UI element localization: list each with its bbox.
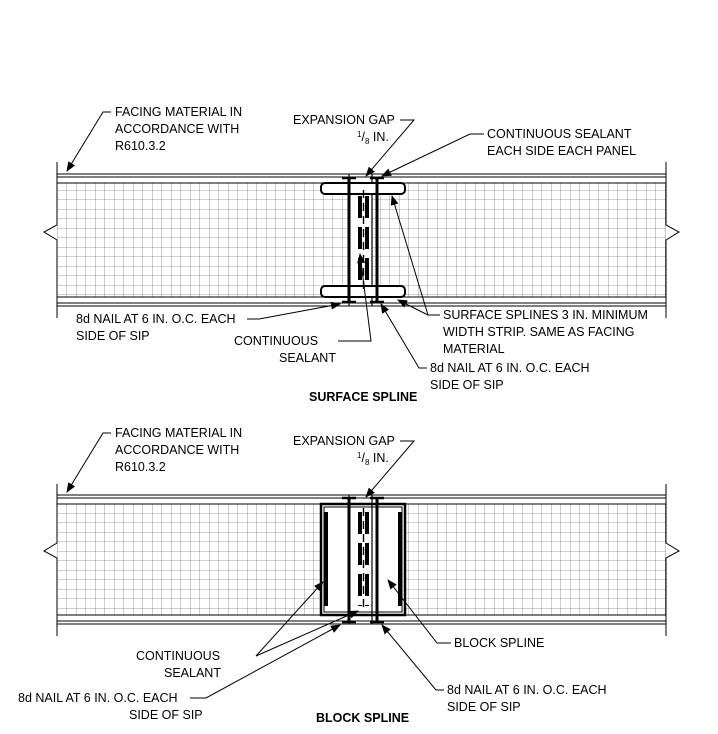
surface-nail-left	[342, 176, 356, 304]
surface-sealant-beads	[358, 196, 369, 284]
surface-nail-right-note: 8d NAIL AT 6 IN. O.C. EACH SIDE OF SIP	[380, 303, 590, 392]
surface-nail-right-line1: 8d NAIL AT 6 IN. O.C. EACH	[430, 361, 590, 375]
block-nail-right-note: 8d NAIL AT 6 IN. O.C. EACH SIDE OF SIP	[381, 624, 607, 714]
block-right-break-symbol	[665, 484, 681, 636]
block-top-facing	[57, 494, 666, 505]
block-left-break-symbol	[42, 484, 58, 636]
surface-sealant-each-side-line1: CONTINUOUS SEALANT	[487, 127, 632, 141]
surface-splines-line2: WIDTH STRIP. SAME AS FACING	[443, 325, 634, 339]
surface-facing-note-line1: FACING MATERIAL IN	[115, 105, 242, 119]
surface-gap-unit: IN.	[373, 130, 389, 144]
surface-gap-numerator: 1	[357, 130, 362, 139]
surface-facing-note: FACING MATERIAL IN ACCORDANCE WITH R610.…	[66, 105, 242, 172]
block-nail-left-line2: SIDE OF SIP	[129, 708, 203, 722]
block-spline-detail: FACING MATERIAL IN ACCORDANCE WITH R610.…	[18, 426, 681, 725]
block-gap-unit: IN.	[373, 451, 389, 465]
block-sealant-beads	[358, 512, 369, 606]
surface-spline-detail: FACING MATERIAL IN ACCORDANCE WITH R610.…	[42, 105, 681, 404]
surface-splines-line3: MATERIAL	[443, 342, 505, 356]
surface-sealant-each-side-line2: EACH SIDE EACH PANEL	[487, 144, 636, 158]
surface-right-break-symbol	[665, 162, 681, 318]
surface-left-break-symbol	[42, 162, 58, 318]
surface-sealant-center-line2: SEALANT	[279, 351, 336, 365]
surface-nail-left-note: 8d NAIL AT 6 IN. O.C. EACH SIDE OF SIP	[76, 301, 341, 343]
surface-facing-note-line2: ACCORDANCE WITH	[115, 122, 239, 136]
surface-splines-line1: SURFACE SPLINES 3 IN. MINIMUM	[443, 308, 648, 322]
surface-expansion-gap-label: EXPANSION GAP	[293, 113, 395, 127]
svg-text:1/8 IN.: 1/8 IN.	[357, 451, 389, 467]
surface-splines-note: SURFACE SPLINES 3 IN. MINIMUM WIDTH STRI…	[390, 195, 648, 356]
block-nail-left-line1: 8d NAIL AT 6 IN. O.C. EACH	[18, 691, 178, 705]
block-spline-label: BLOCK SPLINE	[454, 636, 544, 650]
surface-gap-denominator: 8	[365, 137, 370, 146]
block-sealant-note: CONTINUOUS SEALANT	[136, 581, 359, 680]
surface-expansion-gap-note: EXPANSION GAP 1/8 IN.	[293, 113, 416, 177]
block-nail-right-line2: SIDE OF SIP	[447, 700, 521, 714]
surface-left-foam-core	[57, 183, 349, 297]
surface-nail-right-line2: SIDE OF SIP	[430, 378, 504, 392]
surface-sealant-center-line1: CONTINUOUS	[234, 334, 318, 348]
block-facing-note-line1: FACING MATERIAL IN	[115, 426, 242, 440]
block-left-foam-core	[57, 504, 349, 615]
surface-nail-left-line1: 8d NAIL AT 6 IN. O.C. EACH	[76, 312, 236, 326]
svg-text:1/8 IN.: 1/8 IN.	[357, 130, 389, 146]
surface-bottom-facing	[57, 296, 666, 307]
surface-nail-left-line2: SIDE OF SIP	[76, 329, 150, 343]
surface-top-facing	[57, 173, 666, 184]
block-sealant-line1: CONTINUOUS	[136, 649, 220, 663]
surface-facing-note-line3: R610.3.2	[115, 139, 166, 153]
surface-nail-right	[370, 176, 384, 304]
block-nail-right-line1: 8d NAIL AT 6 IN. O.C. EACH	[447, 683, 607, 697]
block-nail-left	[342, 496, 356, 624]
block-nail-right	[370, 496, 384, 624]
block-spline-label-note: BLOCK SPLINE	[387, 579, 544, 650]
block-edge-sealant	[324, 512, 402, 606]
block-facing-note-line2: ACCORDANCE WITH	[115, 443, 239, 457]
block-spline-member	[319, 502, 407, 617]
block-expansion-gap-note: EXPANSION GAP 1/8 IN.	[293, 434, 416, 498]
block-right-foam-core	[372, 504, 666, 615]
block-spline-title: BLOCK SPLINE	[316, 711, 409, 725]
block-nail-left-note: 8d NAIL AT 6 IN. O.C. EACH SIDE OF SIP	[18, 624, 341, 722]
block-gap-denominator: 8	[365, 458, 370, 467]
surface-sealant-center-note: CONTINUOUS SEALANT	[234, 253, 372, 365]
block-facing-note-line3: R610.3.2	[115, 460, 166, 474]
block-gap-numerator: 1	[357, 451, 362, 460]
surface-sealant-each-side-note: CONTINUOUS SEALANT EACH SIDE EACH PANEL	[381, 127, 636, 177]
block-facing-note: FACING MATERIAL IN ACCORDANCE WITH R610.…	[66, 426, 242, 493]
surface-spline-title: SURFACE SPLINE	[309, 390, 417, 404]
block-bottom-facing	[57, 614, 666, 625]
block-expansion-gap-label: EXPANSION GAP	[293, 434, 395, 448]
block-sealant-line2: SEALANT	[164, 666, 221, 680]
surface-right-foam-core	[372, 183, 666, 297]
